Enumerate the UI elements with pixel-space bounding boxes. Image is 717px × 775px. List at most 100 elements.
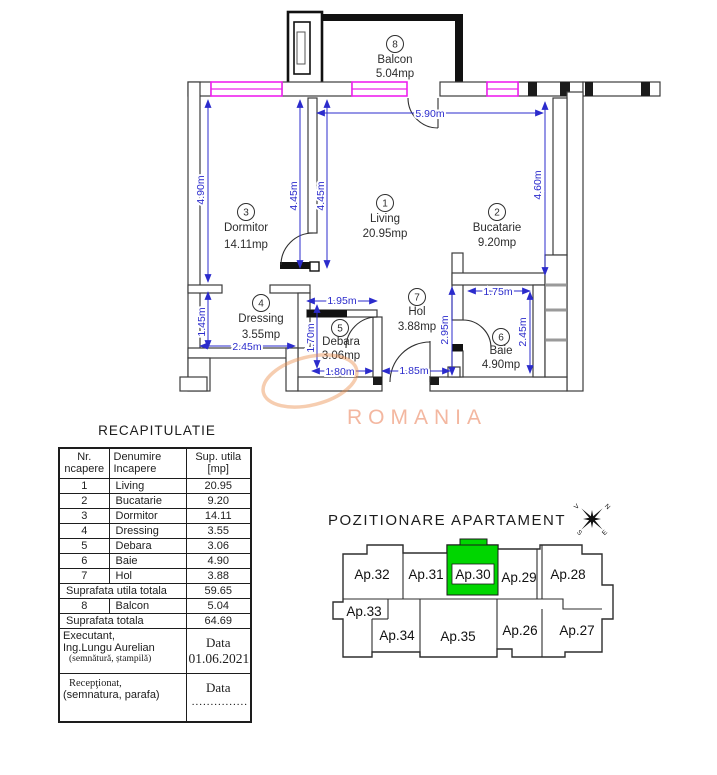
svg-text:Balcon: Balcon — [377, 54, 412, 66]
svg-text:Dormitor: Dormitor — [224, 222, 268, 234]
compass-icon: N V S E — [573, 502, 611, 537]
svg-text:Baie: Baie — [489, 345, 512, 357]
table-row: 2 Bucatarie 9.20 — [58, 492, 252, 509]
dim-2-45-baie: 2.45m — [517, 317, 529, 346]
dim-4-45-b: 4.45m — [315, 181, 327, 210]
cell-nr: 8 — [58, 597, 110, 614]
col-header-nr: Nr. ncapere — [58, 447, 110, 479]
compass-v: V — [573, 502, 581, 510]
executant-row: Executant, Ing.Lungu Aurelian (semnătură… — [58, 627, 252, 674]
balcony-walls — [286, 10, 463, 94]
svg-text:4: 4 — [258, 299, 264, 310]
balcon-row: 8 Balcon 5.04 — [58, 597, 252, 614]
total-label: Suprafata totala — [58, 612, 187, 629]
total-value: 64.69 — [185, 612, 252, 629]
receptionat-role: Recepţionat, — [69, 677, 122, 689]
dim-5-90: 5.90m — [415, 108, 444, 120]
compass-n: N — [603, 503, 611, 511]
svg-text:3: 3 — [243, 208, 249, 219]
svg-text:4.90mp: 4.90mp — [482, 359, 520, 371]
svg-text:14.11mp: 14.11mp — [224, 239, 268, 251]
svg-text:1: 1 — [382, 199, 388, 210]
col-header-suprafata: Sup. utila [mp] — [185, 447, 252, 479]
cell-area: 9.20 — [185, 492, 252, 509]
apartment-label-29: Ap.29 — [501, 570, 536, 585]
entrance-door-arc — [389, 341, 431, 383]
svg-text:7: 7 — [414, 293, 420, 304]
pipe-shaft — [544, 254, 568, 378]
apartment-label-31: Ap.31 — [408, 567, 443, 582]
room-label-debara: 5 Debara 3.06mp — [322, 319, 360, 362]
debara-door-arc — [345, 316, 378, 349]
cell-nr: 6 — [58, 552, 110, 569]
room-label-dormitor: 3 Dormitor 14.11mp — [224, 203, 268, 251]
apartment-positioning-diagram: POZITIONARE APARTAMENT N V S E Ap.32 Ap.… — [328, 502, 614, 658]
apartment-label-34: Ap.34 — [379, 628, 415, 643]
recap-title: RECAPITULATIE — [98, 423, 216, 438]
cell-area: 20.95 — [185, 477, 252, 494]
dim-1-80: 1.80m — [325, 366, 354, 378]
col-header-denumire: Denumire Incapere — [108, 447, 187, 479]
apartment-label-33: Ap.33 — [346, 604, 381, 619]
executant-role: Executant, — [63, 629, 115, 642]
watermark-text: ROMANIA — [347, 406, 487, 429]
svg-text:5: 5 — [337, 324, 343, 335]
executant-note: (semnătură, ștampilă) — [69, 653, 152, 664]
cell-name: Dressing — [108, 522, 187, 539]
table-row: 5 Debara 3.06 — [58, 537, 252, 554]
dim-1-95: 1.95m — [327, 295, 356, 307]
svg-text:20.95mp: 20.95mp — [363, 228, 408, 240]
dim-1-70: 1.70m — [305, 323, 317, 352]
windows — [210, 81, 519, 97]
table-row: 7 Hol 3.88 — [58, 567, 252, 584]
apartment-label-26: Ap.26 — [502, 623, 537, 638]
executant-data-label: Data — [205, 634, 231, 650]
cell-name: Hol — [108, 567, 187, 584]
room-label-baie: 6 Baie 4.90mp — [482, 328, 520, 371]
room-label-bucatarie: 2 Bucatarie 9.20mp — [473, 203, 522, 249]
svg-text:3.88mp: 3.88mp — [398, 321, 436, 333]
debara-door-leaf — [307, 310, 347, 317]
floorplan-drawing: 5.90m 4.90m 4.45m 4.45m 4.60m 1.45m 2.45… — [179, 10, 661, 429]
positioning-title: POZITIONARE APARTAMENT — [328, 512, 566, 529]
compass-s: S — [575, 529, 583, 537]
cell-nr: 1 — [58, 477, 110, 494]
room-label-dressing: 4 Dressing 3.55mp — [238, 294, 284, 341]
dim-1-85: 1.85m — [399, 365, 428, 377]
receptionat-note: (semnatura, parafa) — [63, 688, 160, 701]
apartment-label-35: Ap.35 — [440, 629, 475, 644]
dim-4-45-a: 4.45m — [288, 181, 300, 210]
highlighted-apartment — [446, 538, 499, 596]
watermark-swoosh — [261, 353, 359, 409]
cell-area: 5.04 — [185, 597, 252, 614]
compass-e: E — [601, 528, 609, 536]
cell-name: Debara — [108, 537, 187, 554]
apartment-label-32: Ap.32 — [354, 567, 389, 582]
dim-1-75: 1.75m — [483, 286, 512, 298]
cell-nr: 2 — [58, 492, 110, 509]
room-label-hol: 7 Hol 3.88mp — [398, 288, 436, 333]
apartment-label-28: Ap.28 — [550, 567, 585, 582]
svg-text:8: 8 — [392, 40, 398, 51]
dimension-labels: 5.90m 4.90m 4.45m 4.45m 4.60m 1.45m 2.45… — [193, 106, 546, 380]
apartment-30-label-box — [451, 563, 495, 585]
subtotal-value: 59.65 — [185, 582, 252, 599]
balcony-door-arc — [407, 97, 439, 129]
room-label-living: 1 Living 20.95mp — [363, 194, 408, 240]
cell-nr: 3 — [58, 507, 110, 524]
receptionat-data-label: Data — [205, 679, 231, 695]
dim-1-45: 1.45m — [196, 307, 208, 336]
receptionat-dots: ............... — [191, 695, 248, 708]
dim-2-95: 2.95m — [439, 315, 451, 344]
recap-section: RECAPITULATIE Nr. ncapere Denumire Incap… — [58, 423, 256, 723]
recap-table: Nr. ncapere Denumire Incapere Sup. utila… — [58, 447, 252, 723]
subtotal-label: Suprafata utila totala — [58, 582, 187, 599]
cell-name: Living — [108, 477, 187, 494]
svg-text:Bucatarie: Bucatarie — [473, 222, 522, 234]
cell-name: Dormitor — [108, 507, 187, 524]
svg-text:Debara: Debara — [322, 336, 360, 348]
cell-name: Bucatarie — [108, 492, 187, 509]
cell-area: 14.11 — [185, 507, 252, 524]
svg-text:9.20mp: 9.20mp — [478, 237, 516, 249]
